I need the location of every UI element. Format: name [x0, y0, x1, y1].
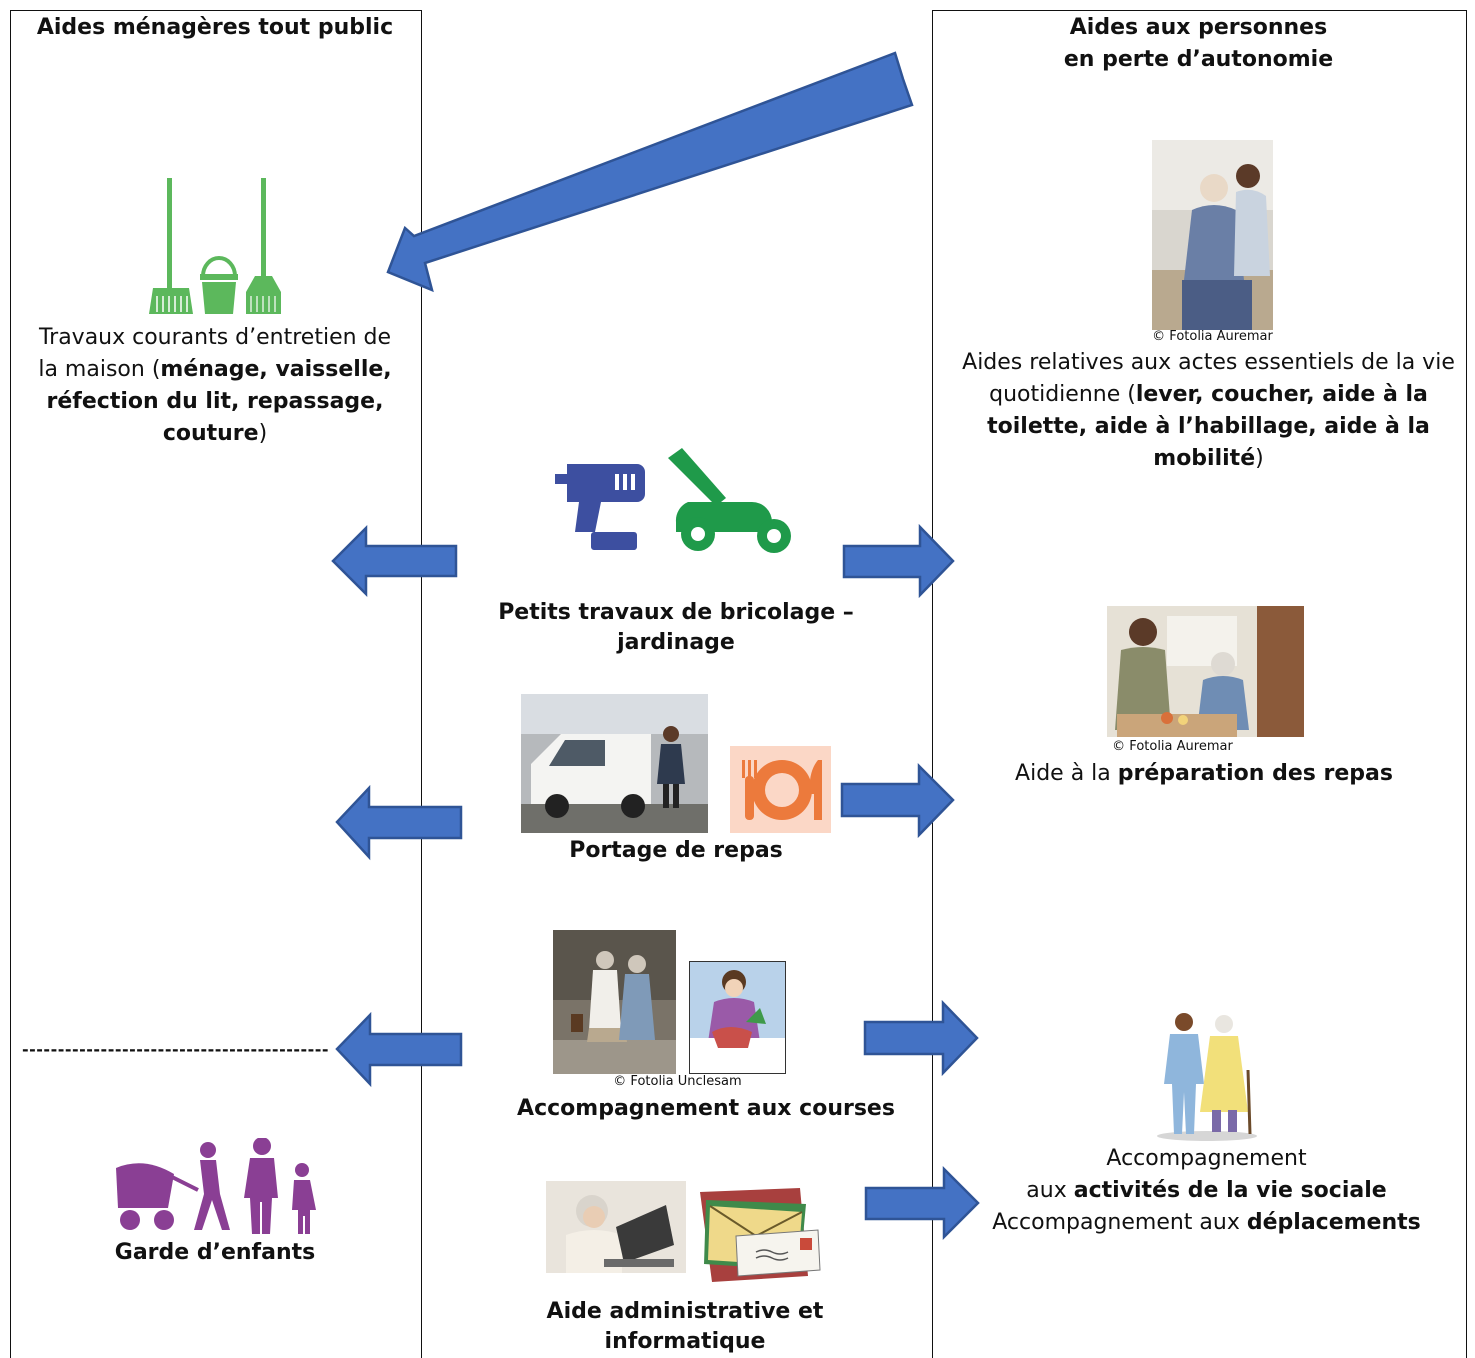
- groceries-illustration: [689, 961, 786, 1074]
- diy-left-arrow: [331, 524, 458, 598]
- housework-items: ménage, vaisselle, réfection du lit, rep…: [46, 357, 392, 446]
- shopping-right-arrow: [863, 999, 979, 1077]
- drill-icon: [555, 460, 647, 552]
- lawn-mower-icon: [666, 446, 796, 554]
- right-title-line2: en perte d’autonomie: [1063, 47, 1334, 72]
- daily-care-intro: Aides relatives aux actes essentiels de …: [962, 350, 1455, 407]
- social-line2: aux activités de la vie sociale: [934, 1175, 1475, 1207]
- shopping-photo-credit: © Fotolia Unclesam: [613, 1074, 742, 1089]
- separator-dashes: ----------------------------------------…: [22, 1040, 330, 1059]
- housework-close: ): [258, 421, 268, 446]
- shopping-label: Accompagnement aux courses: [517, 1096, 895, 1121]
- social-line3: Accompagnement aux déplacements: [934, 1207, 1475, 1239]
- meal-left-arrow: [335, 784, 463, 861]
- left-column-title: Aides ménagères tout public: [36, 15, 394, 40]
- caregiver-elderly-illustration: [1152, 1010, 1262, 1142]
- daily-care-description: Aides relatives aux actes essentiels de …: [946, 347, 1471, 475]
- childcare-label: Garde d’enfants: [114, 1240, 316, 1265]
- delivery-van-photo: [521, 694, 708, 833]
- meals-bold: préparation des repas: [1117, 761, 1393, 786]
- elderly-care-photo: [1152, 140, 1273, 330]
- meals-intro: Aide à la: [1015, 761, 1118, 786]
- social-line2-prefix: aux: [1026, 1178, 1074, 1203]
- housework-description: Travaux courants d’entretien de la maiso…: [30, 322, 400, 450]
- photo2-credit: © Fotolia Auremar: [1112, 739, 1233, 754]
- shopping-left-arrow: [335, 1011, 463, 1088]
- right-column-frame: [932, 10, 1467, 1358]
- elderly-laptop-photo: [546, 1181, 686, 1273]
- social-line3-bold: déplacements: [1246, 1210, 1421, 1235]
- daily-care-items: lever, coucher, aide à la toilette, aide…: [987, 382, 1430, 471]
- social-line3-prefix: Accompagnement aux: [992, 1210, 1247, 1235]
- envelopes-illustration: [696, 1186, 822, 1284]
- daily-care-close: ): [1255, 446, 1264, 471]
- housework-intro: Travaux courants d’entretien de la maiso…: [38, 325, 392, 382]
- meal-delivery-label: Portage de repas: [569, 838, 783, 863]
- admin-it-label: Aide administrative et informatique: [510, 1297, 860, 1357]
- right-column-title: Aides aux personnes en perte d’autonomie: [934, 12, 1463, 76]
- right-title-line1: Aides aux personnes: [1069, 15, 1328, 40]
- childcare-icon: [112, 1138, 322, 1236]
- photo1-credit: © Fotolia Auremar: [1152, 329, 1273, 344]
- left-column-frame: [10, 10, 422, 1358]
- cleaning-tools-icon: [145, 178, 285, 314]
- diy-gardening-label: Petits travaux de bricolage –jardinage: [498, 600, 854, 655]
- admin-line2: informatique: [604, 1329, 766, 1354]
- meal-preparation-photo: [1107, 606, 1304, 737]
- meal-preparation-label: Aide à la préparation des repas: [934, 758, 1474, 790]
- admin-right-arrow: [864, 1165, 980, 1241]
- social-line2-bold: activités de la vie sociale: [1073, 1178, 1387, 1203]
- diagonal-arrow: [386, 51, 914, 293]
- meal-right-arrow: [840, 762, 955, 839]
- admin-line1: Aide administrative et: [546, 1299, 824, 1324]
- social-description: Accompagnement aux activités de la vie s…: [934, 1143, 1475, 1239]
- plate-cutlery-icon: [730, 746, 831, 833]
- shopping-walk-photo: [553, 930, 676, 1074]
- social-line1: Accompagnement: [1106, 1146, 1307, 1171]
- diy-right-arrow: [842, 523, 955, 599]
